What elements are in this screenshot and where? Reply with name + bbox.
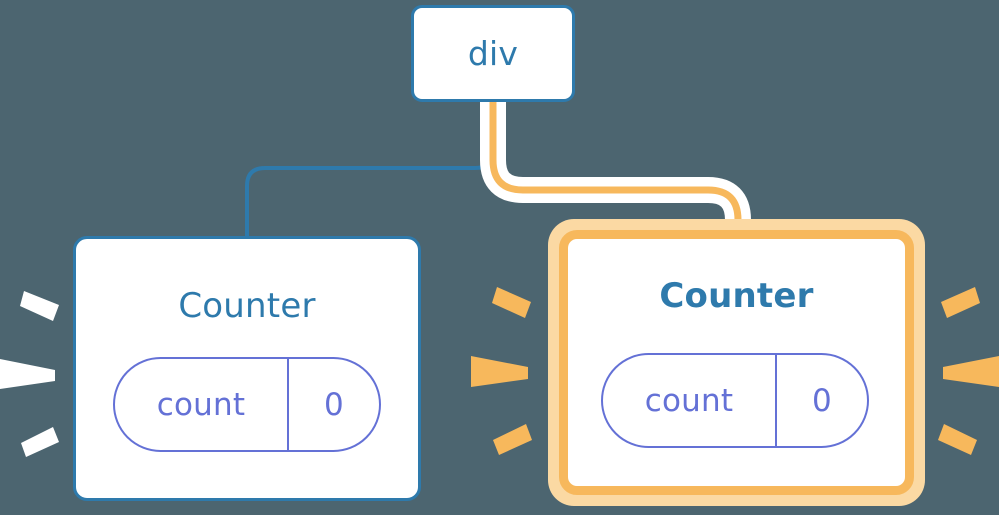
burst-ray-orange-left-middle	[471, 356, 528, 387]
edge-root-to-right-counter	[489, 101, 742, 245]
burst-ray-orange-right-upper	[941, 287, 980, 318]
state-pill-right-key: count	[644, 382, 734, 419]
state-pill-right-divider	[775, 355, 777, 446]
state-pill-left-divider	[287, 359, 289, 450]
state-pill-right[interactable]: count 0	[601, 353, 869, 448]
burst-ray-orange-right-lower	[938, 424, 977, 455]
burst-right-counter-left-side	[471, 287, 532, 455]
node-div[interactable]: div	[411, 5, 575, 102]
burst-ray-white-middle	[0, 359, 55, 389]
node-div-label: div	[467, 34, 519, 73]
state-pill-left[interactable]: count 0	[113, 357, 381, 452]
burst-ray-orange-left-upper	[492, 287, 531, 318]
edge-root-to-left-counter	[245, 99, 495, 238]
node-counter-left-label: Counter	[178, 286, 316, 326]
burst-ray-orange-right-middle	[943, 356, 999, 387]
state-pill-left-key: count	[156, 386, 246, 423]
burst-left-counter-left-side	[0, 291, 59, 457]
node-counter-right-label: Counter	[659, 276, 814, 316]
burst-ray-white-upper	[20, 291, 59, 321]
state-pill-right-value: 0	[812, 382, 832, 419]
burst-right-counter-right-side	[938, 287, 999, 455]
burst-ray-white-lower	[21, 427, 59, 457]
state-pill-left-value: 0	[324, 386, 344, 423]
burst-ray-orange-left-lower	[493, 424, 532, 455]
